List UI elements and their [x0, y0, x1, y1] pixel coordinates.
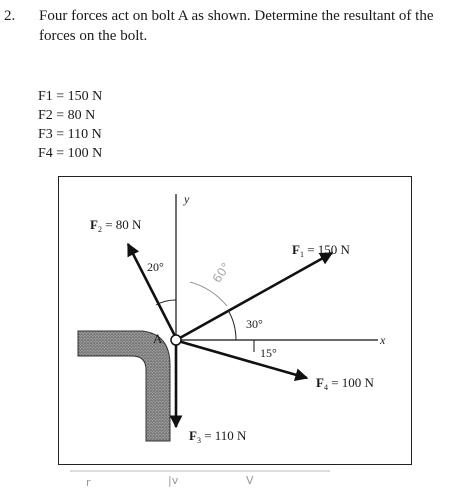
y-axis-label: y: [183, 192, 190, 206]
figure-frame: [58, 176, 412, 465]
point-a-label: A: [153, 331, 163, 346]
force-f3-label: F3 = 110 N: [189, 428, 247, 445]
angle-15-label: 15°: [260, 346, 277, 360]
angle-20-label: 20°: [147, 260, 164, 274]
force-f1-label: F1 = 150 N: [292, 242, 351, 259]
handwritten-arc: [189, 281, 228, 307]
force-f1-arrow: [177, 251, 334, 341]
given-values: F1 = 150 N F2 = 80 N F3 = 110 N F4 = 100…: [38, 87, 102, 163]
given-f4: F4 = 100 N: [38, 146, 103, 161]
footer-mark-2: |v: [168, 474, 179, 487]
force-f4-label: F4 = 100 N: [316, 375, 375, 392]
angle-arc-20: [155, 299, 177, 306]
footer-mark-1: r: [86, 476, 91, 489]
given-f3: F3 = 110 N: [38, 127, 102, 142]
force-f2-label: F2 = 80 N: [90, 217, 142, 234]
footer-mark-3: V: [246, 474, 254, 487]
angle-30-label: 30°: [246, 317, 263, 331]
force-f4-arrow: [177, 339, 309, 382]
x-axis-label: x: [379, 333, 386, 347]
bolt-a: [170, 334, 182, 346]
given-f2: F2 = 80 N: [38, 108, 96, 123]
force-f2-arrow: [126, 242, 178, 339]
problem-statement: Four forces act on bolt A as shown. Dete…: [39, 8, 434, 44]
given-f1: F1 = 150 N: [38, 89, 103, 104]
support-bracket: [77, 330, 171, 442]
problem-number: 2.: [4, 8, 16, 24]
handwritten-note: 60°: [210, 260, 234, 285]
angle-arc-30: [227, 309, 237, 341]
